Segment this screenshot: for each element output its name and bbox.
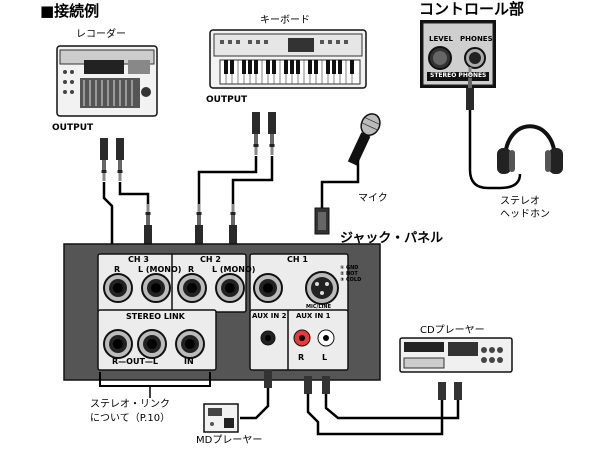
mic-label: マイク: [358, 193, 388, 204]
headphones-label: ステレオ ヘッドホン: [500, 196, 550, 220]
aux-in1-label: AUX IN 1: [296, 312, 331, 320]
ch3-l-mono-label: L (MONO): [138, 265, 182, 274]
ch2-l-jack: [215, 273, 245, 303]
ch3-l-jack: [141, 273, 171, 303]
mic-line-label: MIC/LINE: [306, 304, 331, 310]
stereo-link-out-label: R—OUT—L: [112, 357, 159, 366]
cd-cable: [306, 394, 460, 436]
aux-in1-l-jack: [317, 329, 335, 347]
md-cable: [240, 376, 270, 420]
phones-label: PHONES: [460, 35, 493, 43]
hot-label: ② HOT: [340, 271, 358, 277]
recorder-plug-2: [116, 138, 124, 181]
headphones: [497, 124, 563, 174]
jack-panel: [63, 243, 381, 381]
recorder-label: レコーダー: [76, 29, 126, 40]
stereo-phones-label: STEREO PHONES: [430, 72, 487, 79]
recorder-plug-3: [144, 204, 152, 247]
xlr-jack: [305, 271, 339, 305]
cd-player-label: CDプレーヤー: [420, 325, 485, 336]
ch2-label: CH 2: [200, 255, 221, 264]
stereo-link-note-line2: について（P.10）: [90, 413, 171, 424]
stereo-link-bracket: [99, 372, 211, 387]
stereo-link-in-jack: [175, 329, 205, 359]
mic-cable: [320, 160, 360, 210]
control-section: [420, 20, 496, 88]
ch3-r-jack: [103, 273, 133, 303]
keyboard-output-label: OUTPUT: [206, 95, 248, 105]
ch2-r-label: R: [188, 265, 195, 274]
keyboard-plug-4: [229, 204, 237, 247]
keyboard-plug-2: [268, 112, 276, 155]
keyboard-plug-1: [252, 112, 260, 155]
level-label: LEVEL: [429, 35, 453, 43]
keyboard-label: キーボード: [260, 15, 310, 26]
ch3-label: CH 3: [128, 255, 149, 264]
aux-in1-l-label: L: [322, 353, 328, 362]
aux-in2-jack: [260, 330, 276, 346]
md-player-label: MDプレーヤー: [196, 435, 263, 446]
stereo-link-note-line1: ステレオ・リンク: [90, 399, 170, 410]
recorder-output-label: OUTPUT: [52, 123, 94, 133]
md-player: [203, 403, 239, 433]
cd-player: [399, 337, 513, 373]
recorder-device: [56, 45, 158, 117]
stereo-link-out-l-jack: [137, 329, 167, 359]
headphone-cable: [468, 110, 522, 190]
recorder-plug-1: [100, 138, 108, 181]
aux-in1-r-jack: [293, 329, 311, 347]
gnd-label: ① GND: [340, 265, 359, 271]
ch1-label: CH 1: [287, 255, 308, 264]
ch2-l-mono-label: L (MONO): [212, 265, 256, 274]
cold-label: ③ COLD: [340, 277, 362, 283]
heading: ■接続例: [40, 2, 100, 20]
aux-in2-label: AUX IN 2: [252, 312, 287, 320]
aux-in1-r-label: R: [298, 353, 305, 362]
ch3-r-label: R: [114, 265, 121, 274]
keyboard-device: [209, 29, 367, 89]
jack-panel-title: ジャック・パネル: [340, 231, 444, 246]
stereo-link-out-r-jack: [103, 329, 133, 359]
control-section-title: コントロール部: [419, 0, 525, 18]
ch2-r-jack: [177, 273, 207, 303]
stereo-link-label: STEREO LINK: [126, 312, 185, 321]
keyboard-cables: [197, 156, 274, 206]
keyboard-plug-3: [195, 204, 203, 247]
stereo-link-in-label: IN: [184, 357, 194, 366]
ch1-jack: [253, 273, 283, 303]
microphone: [347, 113, 381, 166]
